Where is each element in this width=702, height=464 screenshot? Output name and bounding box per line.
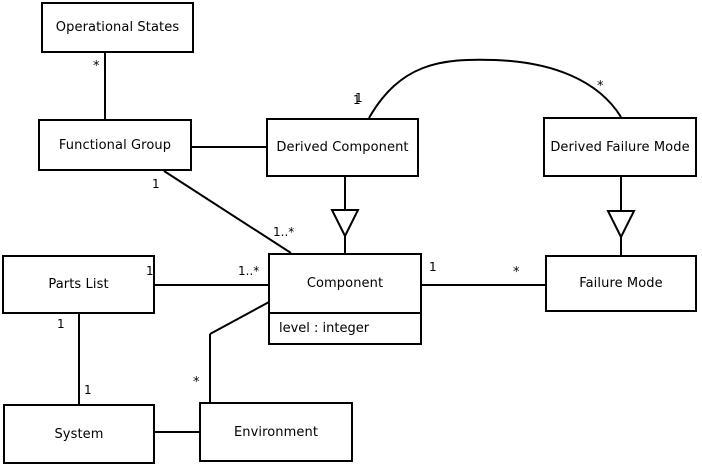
multiplicity-system-parts-list: 1 [84,383,92,397]
class-name-environment: Environment [233,424,319,440]
class-name-operational-states: Operational States [55,20,180,35]
class-name-derived-component: Derived Component [276,140,409,155]
multiplicity-component-failure-mode: 1 [429,260,437,274]
multiplicity-component-parts-list: 1..* [238,264,260,278]
class-box-environment[interactable]: Environment [199,402,353,462]
multiplicity-parts-list-system: 1 [57,317,65,331]
class-box-system[interactable]: System [3,404,155,464]
class-name-system: System [54,426,104,442]
multiplicity-parts-list-component: 1 [146,264,154,278]
multiplicity-failure-mode-component: * [513,265,520,280]
class-box-operational-states[interactable]: Operational States [41,2,194,53]
multiplicity-derived-failure-mode-arc: * [597,79,604,94]
multiplicity-functional-group-derived-component: 1 [353,93,361,107]
class-name-parts-list: Parts List [48,277,109,292]
class-box-parts-list[interactable]: Parts List [2,255,155,314]
multiplicity-functional-group-component: 1 [152,177,160,191]
multiplicity-environment-component: * [193,375,200,390]
edge-environment-component-diagonal [209,301,270,335]
class-box-failure-mode[interactable]: Failure Mode [545,255,697,312]
class-name-failure-mode: Failure Mode [579,276,663,291]
generalization-triangle-derived-failure-mode [606,210,636,240]
class-box-derived-component[interactable]: Derived Component [266,118,419,177]
generalization-triangle-derived-component [330,209,360,239]
class-name-derived-failure-mode: Derived Failure Mode [550,139,690,155]
class-name-functional-group: Functional Group [58,137,172,153]
class-attribute-component-level: level : integer [270,312,420,343]
multiplicity-operational-states-functional-group: * [93,59,100,74]
edge-derived-component-derived-failure-mode [368,58,622,119]
class-name-component: Component [306,276,384,291]
class-box-derived-failure-mode[interactable]: Derived Failure Mode [543,117,697,177]
multiplicity-component-functional-group: 1..* [273,225,295,239]
class-box-component[interactable]: Component level : integer [268,253,422,345]
class-box-functional-group[interactable]: Functional Group [38,119,192,171]
multiplicity-derived-component-arc: 1 [355,91,363,105]
edge-functional-group-component [163,170,292,254]
